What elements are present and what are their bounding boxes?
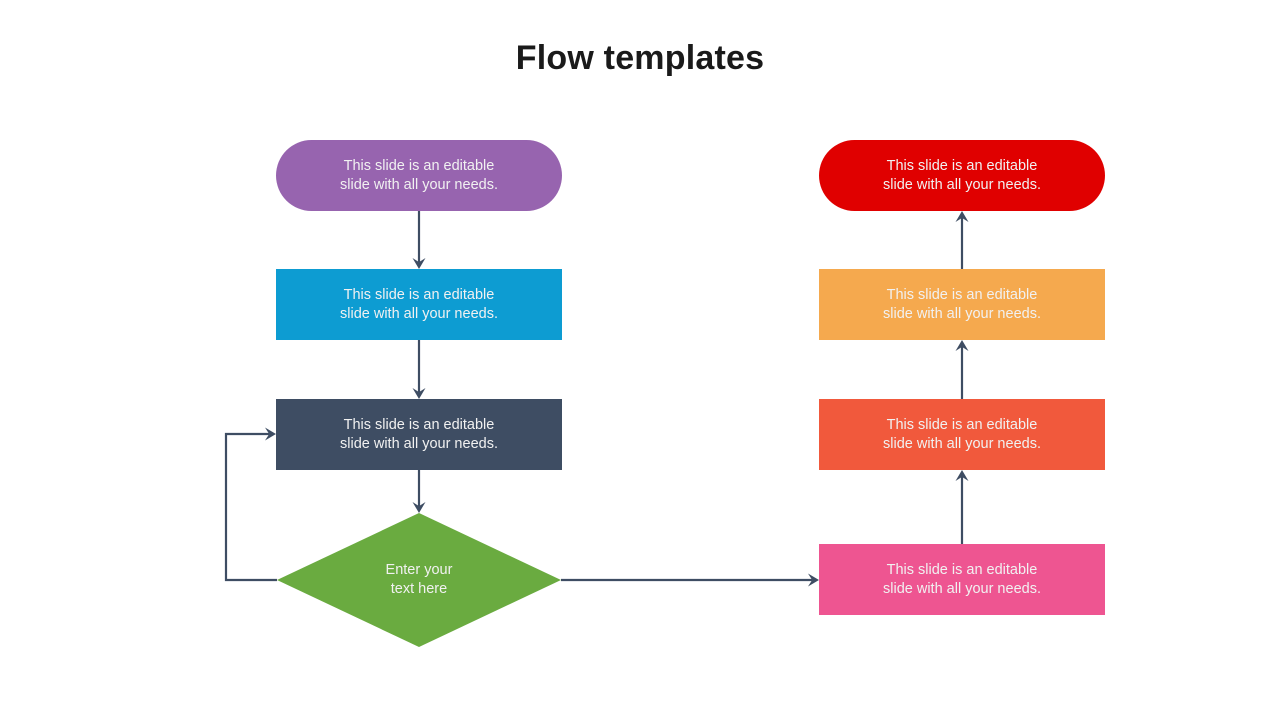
node-red-pill-label: This slide is an editable slide with all… xyxy=(883,157,1041,193)
node-slate-rectangle-label: This slide is an editable slide with all… xyxy=(340,416,498,452)
node-blue-rectangle-label: This slide is an editable slide with all… xyxy=(340,286,498,322)
connector-diamond-feedback-to-slate xyxy=(224,427,277,582)
page-title: Flow templates xyxy=(515,39,765,77)
node-pink-rectangle[interactable]: This slide is an editable slide with all… xyxy=(819,544,1105,615)
node-purple-pill-label: This slide is an editable slide with all… xyxy=(340,157,498,193)
connector-diamond-feedback-to-slate-line xyxy=(224,432,277,582)
connector-diamond-to-pink-arrowhead xyxy=(808,573,819,587)
node-orange-rectangle[interactable]: This slide is an editable slide with all… xyxy=(819,269,1105,340)
connector-coral-to-orange-arrowhead xyxy=(955,340,969,351)
node-orange-rectangle-label: This slide is an editable slide with all… xyxy=(883,286,1041,322)
connector-slate-to-diamond xyxy=(412,470,426,513)
node-coral-rectangle-label: This slide is an editable slide with all… xyxy=(883,416,1041,452)
node-pink-rectangle-label: This slide is an editable slide with all… xyxy=(883,561,1041,597)
node-blue-rectangle[interactable]: This slide is an editable slide with all… xyxy=(276,269,562,340)
connector-slate-to-diamond-arrowhead xyxy=(412,502,426,513)
connector-coral-to-orange xyxy=(955,340,969,399)
connector-blue-to-slate-arrowhead xyxy=(412,388,426,399)
connector-pink-to-coral-arrowhead xyxy=(955,470,969,481)
connector-orange-to-red xyxy=(955,211,969,269)
connector-diamond-to-pink xyxy=(561,573,819,587)
node-purple-pill[interactable]: This slide is an editable slide with all… xyxy=(276,140,562,211)
connector-pink-to-coral xyxy=(955,470,969,544)
node-slate-rectangle[interactable]: This slide is an editable slide with all… xyxy=(276,399,562,470)
node-red-pill[interactable]: This slide is an editable slide with all… xyxy=(819,140,1105,211)
node-green-decision-diamond[interactable]: Enter your text here xyxy=(277,513,561,647)
node-coral-rectangle[interactable]: This slide is an editable slide with all… xyxy=(819,399,1105,470)
connector-purple-to-blue xyxy=(412,211,426,269)
connector-blue-to-slate xyxy=(412,340,426,399)
connector-purple-to-blue-arrowhead xyxy=(412,258,426,269)
connector-diamond-feedback-to-slate-arrowhead xyxy=(265,427,276,441)
connector-orange-to-red-arrowhead xyxy=(955,211,969,222)
node-green-decision-diamond-label: Enter your text here xyxy=(385,562,453,597)
